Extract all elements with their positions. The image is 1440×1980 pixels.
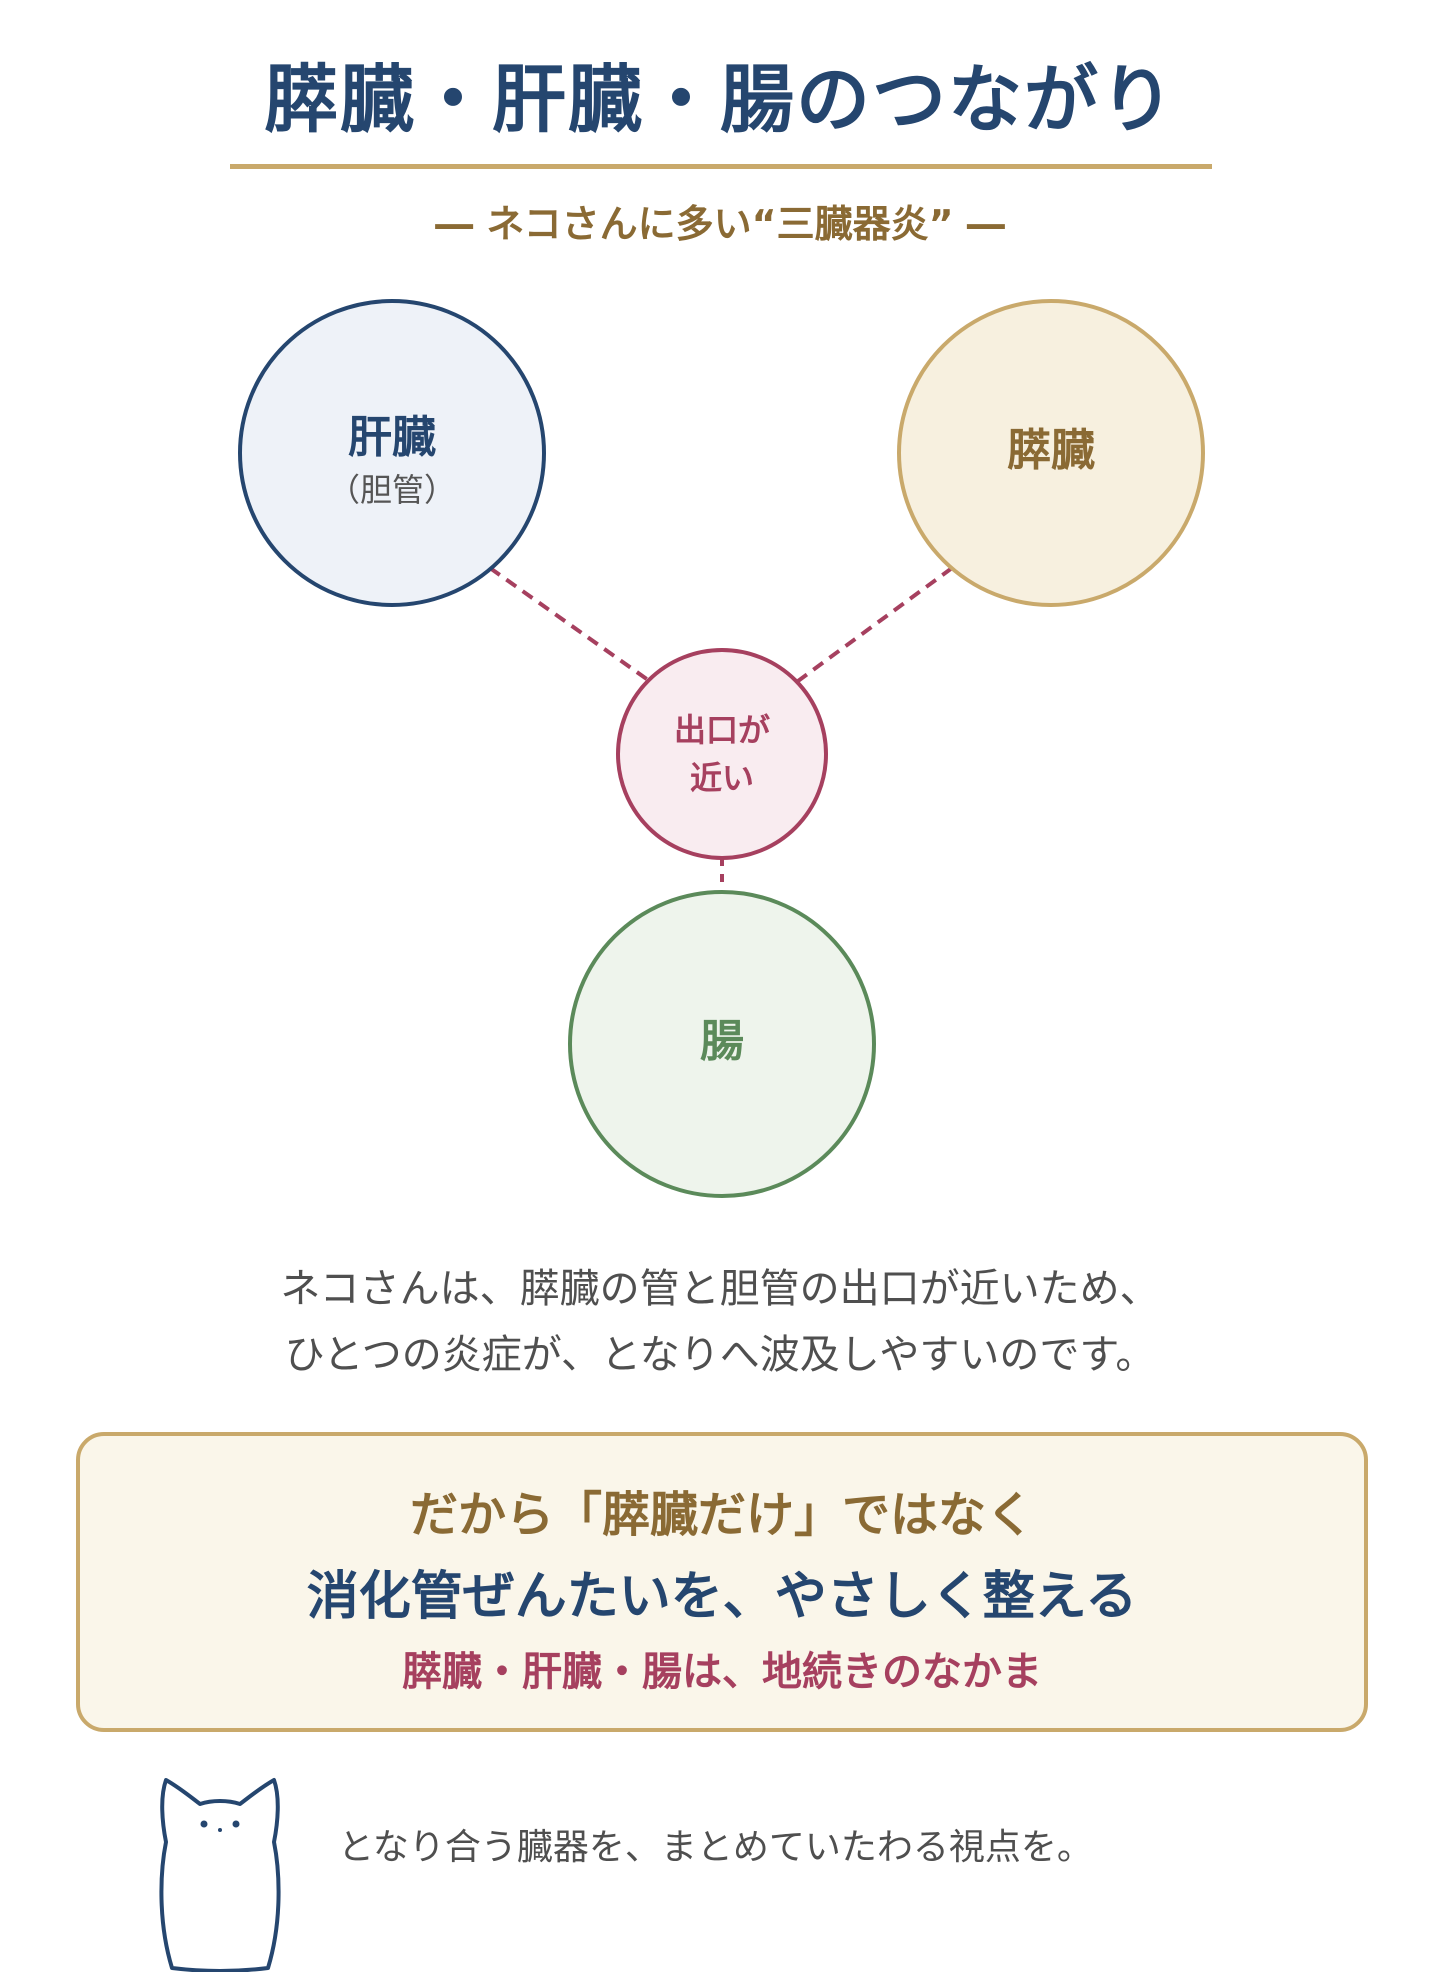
connector-pancreas-junction (781, 566, 954, 694)
callout-line-1: だから「膵臓だけ」ではなく (409, 1487, 1034, 1543)
intestine-label: 腸 (700, 1016, 744, 1067)
organ-diagram: 肝臓 （胆管） 膵臓 出口が 近い 腸 (238, 299, 1205, 1198)
callout-box: だから「膵臓だけ」ではなく 消化管ぜんたいを、やさしく整える 膵臓・肝臓・腸は、… (76, 1432, 1368, 1732)
junction-label-line2: 近い (690, 759, 754, 797)
liver-sublabel: （胆管） (328, 471, 456, 509)
intestine-circle (568, 890, 876, 1198)
page-title: 膵臓・肝臓・腸のつながり (264, 57, 1176, 143)
junction-circle (616, 648, 828, 860)
description-line-2: ひとつの炎症が、となりへ波及しやすいのです。 (284, 1332, 1156, 1378)
cat-icon (159, 1778, 281, 1972)
title-divider (230, 164, 1212, 169)
pancreas-circle (897, 299, 1205, 607)
pancreas-label: 膵臓 (1007, 425, 1095, 476)
connector-liver-junction (488, 566, 667, 694)
junction-node: 出口が 近い (616, 648, 828, 860)
callout-line-2: 消化管ぜんたいを、やさしく整える (306, 1567, 1138, 1627)
callout-line-3: 膵臓・肝臓・腸は、地続きのなかま (402, 1649, 1042, 1695)
description: ネコさんは、膵臓の管と胆管の出口が近いため、 ひとつの炎症が、となりへ波及しやす… (0, 1256, 1440, 1388)
liver-node: 肝臓 （胆管） (238, 299, 546, 607)
closing-message: となり合う臓器を、まとめていたわる視点を。 (338, 1827, 1093, 1868)
liver-label: 肝臓 (348, 412, 436, 463)
liver-circle (238, 299, 546, 607)
pancreas-node: 膵臓 (897, 299, 1205, 607)
page-subtitle: ― ネコさんに多い“三臓器炎” ― (435, 202, 1005, 246)
intestine-node: 腸 (568, 890, 876, 1198)
junction-label-line1: 出口が (674, 711, 770, 749)
description-line-1: ネコさんは、膵臓の管と胆管の出口が近いため、 (280, 1266, 1160, 1312)
